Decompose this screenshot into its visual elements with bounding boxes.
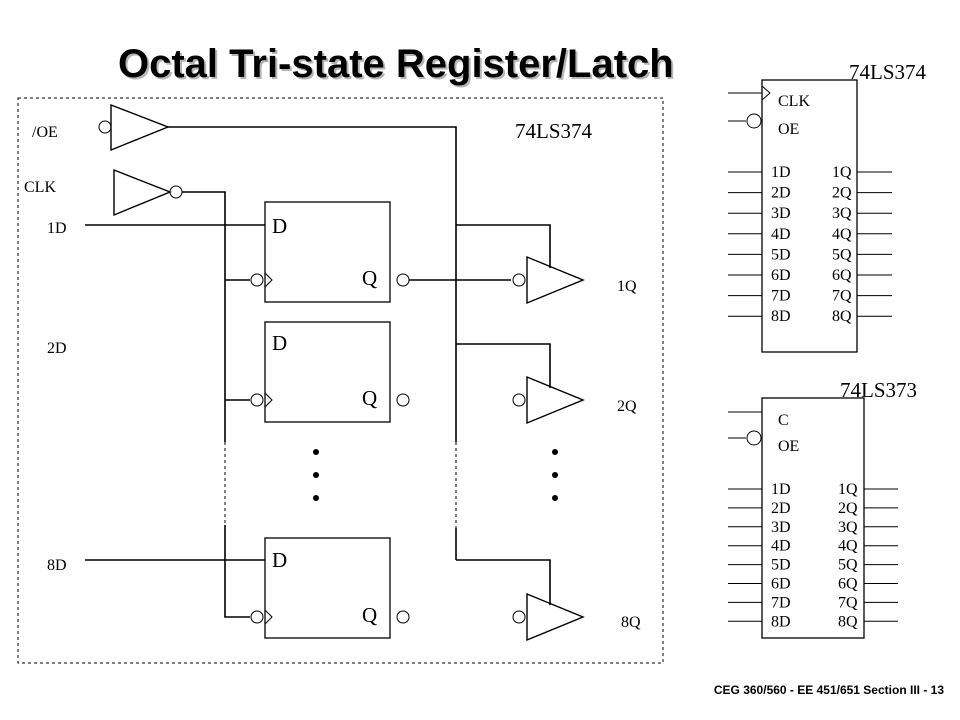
ff2-clk-triangle: [264, 392, 273, 408]
chip-d-pin-label: 5D: [771, 246, 791, 263]
chip-q-pin-label: 8Q: [832, 308, 852, 325]
chip374-oe-label: OE: [778, 121, 799, 138]
chip-q-pin-label: 4Q: [832, 226, 852, 243]
chip-d-pin-label: 8D: [771, 613, 791, 630]
q2-output-label: 2Q: [617, 398, 637, 415]
chip374-title: 74LS374: [849, 60, 927, 84]
ff2-clk-bubble: [250, 393, 264, 407]
chip-d-pin-label: 5D: [771, 557, 791, 574]
chip374-clk-triangle: [761, 85, 771, 101]
q1-output-label: 1Q: [617, 278, 637, 295]
clk-bus-bottom: [224, 525, 250, 618]
ff2-d-label: D: [272, 331, 287, 355]
chip-q-pin-label: 4Q: [838, 538, 858, 555]
chip373-pin-rows: 1D 1Q 2D 2Q 3D 3Q 4D 4Q 5D 5Q 6D 6Q 7D 7Q 8D 8Q: [728, 481, 898, 630]
out1-tristate-buffer: [526, 255, 585, 305]
chip-q-pin-label: 6Q: [832, 267, 852, 284]
oe-inversion-bubble: [98, 120, 112, 134]
ellipsis-dot: [552, 449, 558, 455]
ff1-clk-bubble: [250, 273, 264, 287]
chip-d-pin-label: 7D: [771, 288, 791, 305]
clk-buffer: [113, 168, 172, 217]
slide-title: Octal Tri-state Register/Latch: [118, 42, 674, 86]
q8-output-label: 8Q: [621, 614, 641, 631]
chip-d-pin-label: 3D: [771, 519, 791, 536]
chip-d-pin-label: 6D: [771, 267, 791, 284]
out8-enable-wire: [456, 559, 551, 605]
d1-input-label: 1D: [47, 220, 67, 237]
chip374-pin-rows: 1D 1Q 2D 2Q 3D 3Q 4D 4Q 5D 5Q 6D 6Q 7D 7Q 8D 8Q: [728, 164, 892, 325]
out2-tristate-buffer: [526, 375, 585, 425]
ff8-clk-bubble: [250, 610, 264, 624]
chip373-oe-bubble: [746, 430, 762, 446]
ff1-q-bubble: [396, 273, 410, 287]
chip-d-pin-label: 2D: [771, 500, 791, 517]
out1-enable-wire: [456, 224, 551, 268]
ff8-q-label: Q: [362, 603, 377, 627]
chip-q-pin-label: 3Q: [838, 519, 858, 536]
oe-input-label: /OE: [32, 124, 58, 141]
chip-d-pin-label: 6D: [771, 576, 791, 593]
ellipsis-dot: [552, 472, 558, 478]
d8-input-label: 8D: [47, 557, 67, 574]
chip-d-pin-label: 2D: [771, 185, 791, 202]
chip-q-pin-label: 3Q: [832, 205, 852, 222]
flipflop-2: [264, 321, 391, 423]
ellipsis-dot: [313, 449, 319, 455]
chip-q-pin-label: 1Q: [838, 481, 858, 498]
chip-q-pin-label: 5Q: [838, 557, 858, 574]
ff8-q-bubble: [396, 610, 410, 624]
chip374-clk-label: CLK: [778, 93, 810, 110]
chip-d-pin-label: 4D: [771, 538, 791, 555]
chip373-body: [761, 397, 865, 639]
slide-footer: CEG 360/560 - EE 451/651 Section III - 1…: [713, 683, 944, 697]
out1-input-bubble: [512, 273, 526, 287]
register-boundary: [17, 97, 664, 664]
chip373-oe-label: OE: [778, 438, 799, 455]
chip-74ls374: 74LS374 CLK OE 1D 1Q 2D 2Q 3D 3Q 4D 4Q 5D 5Q 6D 6Q 7…: [728, 60, 927, 353]
d2-input-label: 2D: [47, 340, 67, 357]
ff2-q-bubble: [396, 393, 410, 407]
chip-q-pin-label: 6Q: [838, 576, 858, 593]
ellipsis-dot: [313, 472, 319, 478]
ellipsis-dot: [313, 495, 319, 501]
out8-input-bubble: [512, 610, 526, 624]
chip-q-pin-label: 7Q: [838, 594, 858, 611]
out2-enable-wire: [456, 343, 551, 388]
chip-d-pin-label: 7D: [771, 594, 791, 611]
chip374-body: [761, 79, 858, 353]
oe-enable-bus: [168, 126, 457, 442]
chip-d-pin-label: 4D: [771, 226, 791, 243]
chip-q-pin-label: 2Q: [832, 185, 852, 202]
chip-d-pin-label: 3D: [771, 205, 791, 222]
chip-q-pin-label: 1Q: [832, 164, 852, 181]
ff1-d-label: D: [272, 214, 287, 238]
chip-q-pin-label: 5Q: [832, 246, 852, 263]
ff2-q-label: Q: [362, 386, 377, 410]
flipflop-1: [264, 201, 391, 303]
chip373-c-label: C: [778, 412, 789, 429]
oe-buffer: [110, 103, 170, 152]
chip-q-pin-label: 8Q: [838, 613, 858, 630]
clk-bus: [182, 191, 226, 442]
ellipsis-dot: [552, 495, 558, 501]
chip-q-pin-label: 2Q: [838, 500, 858, 517]
chip-q-pin-label: 7Q: [832, 288, 852, 305]
chip-d-pin-label: 8D: [771, 308, 791, 325]
clk-input-label: CLK: [24, 179, 56, 196]
schematic-chip-label: 74LS374: [515, 119, 593, 143]
ff1-clk-triangle: [264, 272, 273, 288]
ff1-q-label: Q: [362, 266, 377, 290]
chip-d-pin-label: 1D: [771, 164, 791, 181]
chip-d-pin-label: 1D: [771, 481, 791, 498]
ff8-d-label: D: [272, 548, 287, 572]
out2-input-bubble: [512, 393, 526, 407]
chip374-oe-bubble: [746, 113, 762, 129]
ff8-clk-triangle: [264, 609, 273, 625]
flipflop-8: [264, 537, 391, 639]
out8-tristate-buffer: [526, 592, 585, 642]
